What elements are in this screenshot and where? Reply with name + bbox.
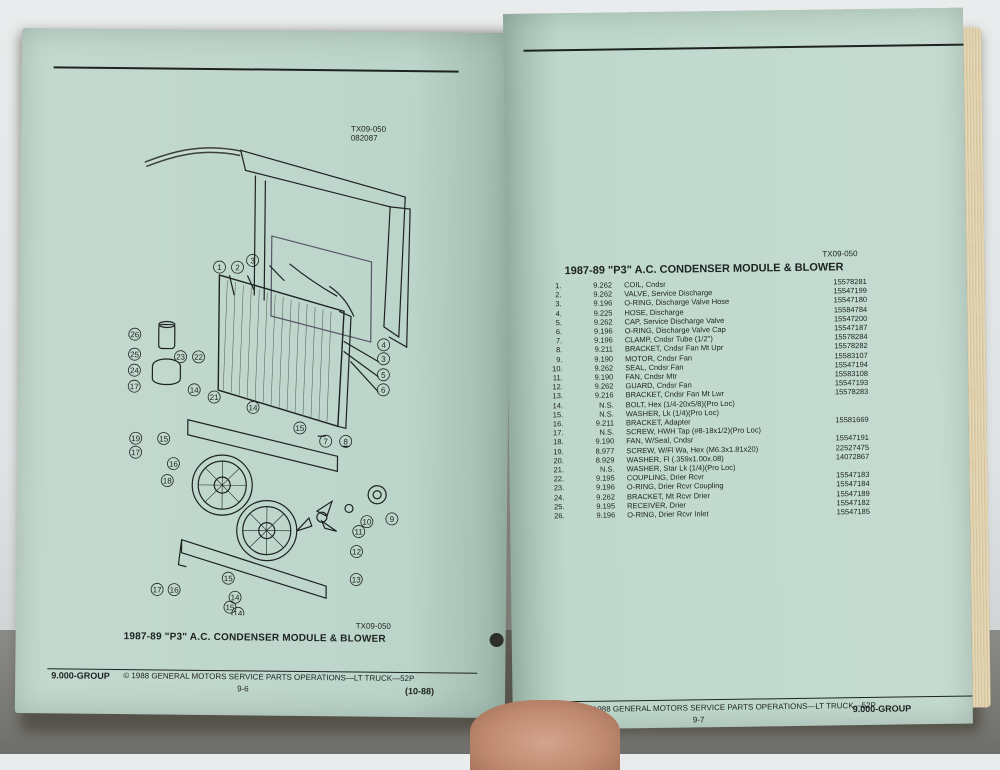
part-number: 15578283 xyxy=(834,387,869,397)
part-number: 15578282 xyxy=(834,341,868,351)
svg-text:4: 4 xyxy=(381,341,386,350)
footer-group: 9.000-GROUP xyxy=(51,670,110,681)
svg-text:15: 15 xyxy=(295,424,305,433)
svg-text:14: 14 xyxy=(233,609,243,617)
svg-text:23: 23 xyxy=(176,353,186,362)
svg-text:15: 15 xyxy=(224,574,234,583)
part-number: 15547185 xyxy=(836,507,871,517)
parts-figure-code: TX09-050 xyxy=(822,249,858,259)
svg-text:14: 14 xyxy=(231,593,241,602)
svg-text:17: 17 xyxy=(131,448,141,457)
part-number: 15547191 xyxy=(835,433,870,443)
svg-text:19: 19 xyxy=(131,434,141,443)
footer-copyright: © 1988 GENERAL MOTORS SERVICE PARTS OPER… xyxy=(584,700,876,714)
part-group-code: 9.196 xyxy=(596,510,616,520)
svg-text:14: 14 xyxy=(249,403,259,412)
footer-group: 9.000-GROUP xyxy=(852,703,912,715)
part-number: 14072867 xyxy=(835,451,870,462)
part-number: 15581669 xyxy=(835,414,869,425)
footer-copyright: © 1988 GENERAL MOTORS SERVICE PARTS OPER… xyxy=(123,671,415,684)
svg-text:24: 24 xyxy=(130,366,140,375)
footer-date: (10-88) xyxy=(405,686,435,697)
figure-caption: 1987-89 "P3" A.C. CONDENSER MODULE & BLO… xyxy=(123,631,386,645)
parts-list-title: 1987-89 "P3" A.C. CONDENSER MODULE & BLO… xyxy=(564,261,844,278)
thumb xyxy=(470,700,620,770)
svg-text:21: 21 xyxy=(210,393,220,402)
part-number: 15547180 xyxy=(833,295,868,305)
svg-text:17: 17 xyxy=(153,585,163,594)
part-number: 15547184 xyxy=(836,479,870,489)
svg-text:25: 25 xyxy=(130,350,140,359)
svg-text:18: 18 xyxy=(163,476,173,485)
svg-text:11: 11 xyxy=(355,528,364,537)
svg-text:17: 17 xyxy=(130,382,140,391)
svg-text:15: 15 xyxy=(225,603,235,612)
footer-page-number: 9-7 xyxy=(692,715,705,725)
svg-text:3: 3 xyxy=(381,355,386,364)
svg-text:9: 9 xyxy=(390,515,395,524)
svg-text:12: 12 xyxy=(352,547,362,556)
left-page: TX09-050 082087 xyxy=(14,28,512,719)
svg-text:2: 2 xyxy=(235,263,240,272)
svg-text:1: 1 xyxy=(217,263,222,272)
svg-text:5: 5 xyxy=(381,371,386,380)
svg-text:7: 7 xyxy=(323,437,328,446)
svg-text:15: 15 xyxy=(159,434,169,443)
svg-text:8: 8 xyxy=(343,437,348,446)
binding-hole xyxy=(489,632,504,648)
part-description: O-RING, Drier Rcvr Inlet xyxy=(627,509,709,520)
svg-text:3: 3 xyxy=(250,256,255,265)
top-rule xyxy=(53,66,459,73)
footer-page-number: 9-6 xyxy=(237,684,249,694)
svg-text:22: 22 xyxy=(194,353,204,362)
page-stack-edge xyxy=(963,27,991,708)
svg-text:26: 26 xyxy=(130,330,140,339)
svg-text:16: 16 xyxy=(169,460,179,469)
right-page: TX09-050 1987-89 "P3" A.C. CONDENSER MOD… xyxy=(503,7,991,730)
top-rule xyxy=(523,43,964,52)
svg-text:10: 10 xyxy=(362,518,372,527)
svg-text:13: 13 xyxy=(352,575,362,584)
figure-code-bottom: TX09-050 xyxy=(355,621,391,631)
svg-text:6: 6 xyxy=(381,386,386,395)
svg-text:14: 14 xyxy=(190,386,200,395)
part-number-index: 26. xyxy=(554,511,565,521)
svg-text:16: 16 xyxy=(170,586,180,595)
figure-code-text: TX09-050 xyxy=(350,124,387,134)
